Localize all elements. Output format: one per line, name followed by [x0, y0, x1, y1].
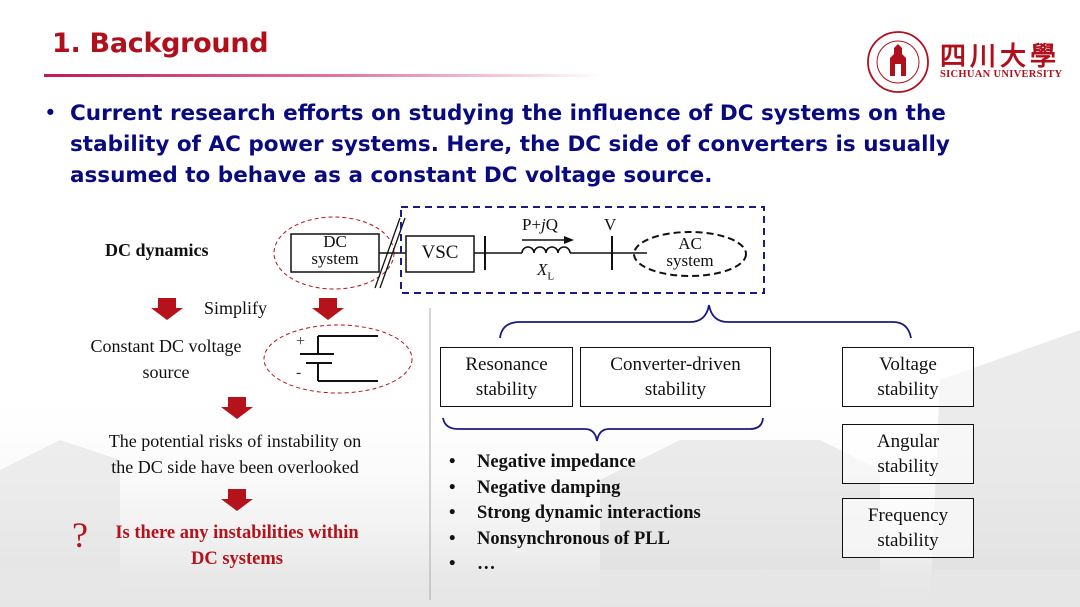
- down-arrow-icon: [312, 298, 344, 320]
- box-line2: stability: [877, 379, 939, 400]
- box-line2: stability: [475, 379, 538, 400]
- bullet-dot: •: [449, 554, 456, 574]
- constant-source-line2: source: [142, 362, 190, 382]
- reactance-symbol: X: [537, 260, 548, 279]
- frequency-stability-box: Frequency stability: [842, 498, 974, 558]
- box-line1: Resonance: [465, 354, 548, 375]
- plus-sign: +: [296, 333, 306, 350]
- title-underline: [44, 74, 604, 77]
- constant-source-line1: Constant DC voltage: [90, 336, 242, 356]
- inductor-symbol: [521, 246, 571, 254]
- research-question: Is there any instabilities within DC sys…: [92, 520, 382, 572]
- box-line1: Frequency: [867, 505, 949, 526]
- box-line2: stability: [877, 456, 939, 477]
- list-item: • Negative damping: [446, 476, 701, 502]
- bullet-dot: •: [449, 477, 456, 498]
- ac-system-label-line1: AC: [678, 234, 702, 253]
- slide-title: 1. Background: [52, 28, 269, 59]
- instability-causes-list: • Negative impedance • Negative damping • S…: [446, 450, 701, 578]
- intro-bullet: • Current research efforts on studying t…: [44, 98, 1034, 191]
- box-line2: stability: [644, 379, 707, 400]
- simplify-label: Simplify: [204, 298, 268, 318]
- ac-system-label-line2: system: [666, 251, 714, 270]
- question-line1: Is there any instabilities within: [115, 523, 359, 543]
- intro-bullet-text: Current research efforts on studying the…: [70, 101, 950, 188]
- power-flow-arrow: [564, 236, 574, 244]
- bullet-dot: •: [449, 528, 456, 549]
- list-item-text: Negative damping: [477, 477, 621, 498]
- question-line2: DC systems: [191, 549, 283, 569]
- list-item-text: …: [477, 554, 496, 574]
- power-label: P+jQ: [522, 215, 558, 235]
- box-line1: Voltage: [879, 354, 937, 375]
- resonance-stability-box: Resonance stability: [440, 347, 573, 407]
- box-line1: Angular: [876, 431, 940, 452]
- ac-system-label: AC system: [634, 235, 746, 269]
- question-mark-icon: ?: [72, 515, 88, 555]
- risk-statement: The potential risks of instability on th…: [74, 428, 396, 480]
- list-item: • Negative impedance: [446, 450, 701, 476]
- box-line2: stability: [877, 530, 939, 551]
- list-item-text: Strong dynamic interactions: [477, 503, 701, 523]
- down-arrow-icon: [221, 397, 253, 419]
- vsc-label: VSC: [421, 242, 459, 263]
- reactance-label: XL: [537, 260, 554, 282]
- list-item: • Strong dynamic interactions: [446, 501, 701, 527]
- voltage-stability-box: Voltage stability: [842, 347, 974, 407]
- box-line1: Converter-driven: [610, 354, 741, 375]
- angular-stability-box: Angular stability: [842, 424, 974, 484]
- list-item-text: Nonsynchronous of PLL: [477, 528, 670, 549]
- down-arrow-icon: [221, 489, 253, 511]
- dc-system-label: DC system: [291, 233, 379, 267]
- power-label-j: j: [541, 215, 546, 234]
- bullet-dot: •: [449, 503, 456, 523]
- lower-brace: [442, 417, 764, 442]
- dc-system-label-line1: DC: [323, 232, 347, 251]
- bullet-dot: •: [44, 101, 57, 126]
- dc-dynamics-label: DC dynamics: [105, 240, 209, 260]
- converter-driven-stability-box: Converter-driven stability: [580, 347, 771, 407]
- down-arrow-icon: [151, 298, 183, 320]
- list-item-text: Negative impedance: [477, 452, 636, 472]
- power-label-q: Q: [545, 215, 559, 234]
- top-brace: [499, 304, 912, 339]
- dc-source-highlight: [263, 324, 413, 394]
- risk-line2: the DC side have been overlooked: [111, 457, 359, 477]
- list-item: •…: [446, 552, 701, 578]
- university-name-cn: 四川大學: [940, 42, 1061, 72]
- bullet-dot: •: [449, 452, 456, 472]
- constant-source-label: Constant DC voltage source: [66, 333, 266, 385]
- list-item: • Nonsynchronous of PLL: [446, 527, 701, 553]
- reactance-subscript: L: [547, 270, 555, 283]
- university-name-en: SICHUAN UNIVERSITY: [940, 69, 1063, 80]
- dc-voltage-source-symbol: [300, 335, 378, 382]
- risk-line1: The potential risks of instability on: [108, 431, 362, 451]
- minus-sign: -: [296, 364, 302, 381]
- university-seal-icon: [867, 31, 929, 93]
- dc-system-label-line2: system: [311, 249, 359, 268]
- voltage-label: V: [604, 215, 617, 234]
- power-label-p: P+: [522, 215, 542, 234]
